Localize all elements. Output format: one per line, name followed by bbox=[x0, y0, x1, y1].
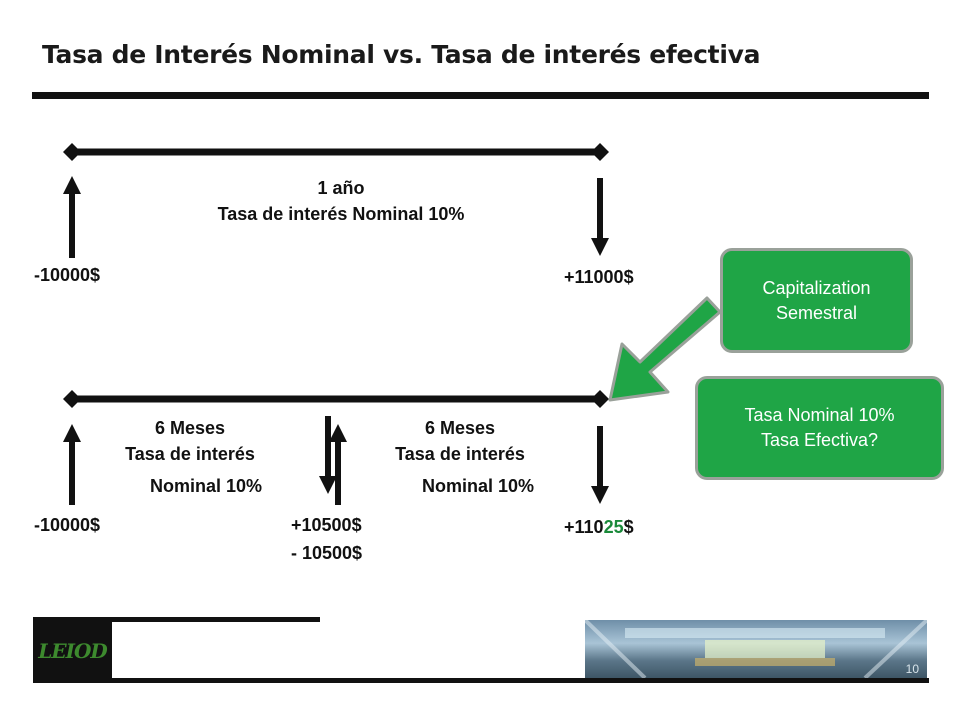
page-title: Tasa de Interés Nominal vs. Tasa de inte… bbox=[42, 40, 761, 69]
top-period-label: 1 año bbox=[317, 178, 365, 198]
question-line1: Tasa Nominal 10% bbox=[744, 405, 895, 425]
capitalization-line1: Capitalization bbox=[762, 277, 871, 298]
page-number: 10 bbox=[905, 662, 919, 676]
footer-bottom-bar bbox=[33, 678, 929, 683]
bottom-middle-amount-in: +10500$ bbox=[291, 515, 362, 535]
second-period-rate-line1: Tasa de interés bbox=[395, 444, 525, 464]
bottom-left-amount: -10000$ bbox=[34, 515, 101, 535]
bottom-right-amount-suffix: $ bbox=[623, 517, 634, 537]
bottom-middle-down-arrow bbox=[319, 416, 337, 494]
bottom-middle-amount-out: - 10500$ bbox=[291, 543, 363, 563]
top-right-down-arrow bbox=[591, 178, 609, 256]
second-period-months: 6 Meses bbox=[424, 418, 496, 438]
bottom-right-amount-highlight: 25 bbox=[603, 517, 624, 537]
capitalization-callout: Capitalization Semestral bbox=[720, 248, 913, 353]
second-period-rate-line2: Nominal 10% bbox=[421, 476, 535, 496]
bottom-right-amount-prefix: +110 bbox=[564, 517, 604, 537]
bottom-timeline-left-node bbox=[63, 390, 81, 408]
first-period-rate-line2: Nominal 10% bbox=[149, 476, 263, 496]
top-timeline-right-node bbox=[591, 143, 609, 161]
footer-photo: 10 bbox=[585, 620, 927, 678]
logo-text: LEIOD bbox=[38, 639, 107, 663]
top-right-amount: +11000$ bbox=[564, 267, 634, 287]
first-period-rate-line1: Tasa de interés bbox=[125, 444, 255, 464]
top-timeline-left-node bbox=[63, 143, 81, 161]
footer-top-bar bbox=[33, 617, 320, 622]
footer-photo-illustration bbox=[585, 620, 927, 678]
top-rate-label: Tasa de interés Nominal 10% bbox=[217, 204, 465, 224]
top-left-up-arrow bbox=[63, 176, 81, 258]
leiod-logo: LEIOD bbox=[33, 622, 112, 680]
top-timeline bbox=[63, 143, 609, 258]
first-period-months: 6 Meses bbox=[154, 418, 226, 438]
bottom-left-up-arrow bbox=[63, 424, 81, 505]
title-underline bbox=[32, 92, 929, 99]
bottom-timeline bbox=[63, 390, 609, 505]
capitalization-arrow bbox=[608, 296, 722, 402]
bottom-right-amount: +11025$ bbox=[564, 514, 634, 540]
capitalization-line2: Semestral bbox=[775, 302, 858, 323]
bottom-middle-up-arrow bbox=[329, 424, 347, 505]
question-line2: Tasa Efectiva? bbox=[760, 430, 879, 450]
bottom-right-down-arrow bbox=[591, 426, 609, 504]
question-callout: Tasa Nominal 10% Tasa Efectiva? bbox=[695, 376, 944, 480]
top-left-amount: -10000$ bbox=[34, 265, 101, 285]
bottom-timeline-right-node bbox=[591, 390, 609, 408]
